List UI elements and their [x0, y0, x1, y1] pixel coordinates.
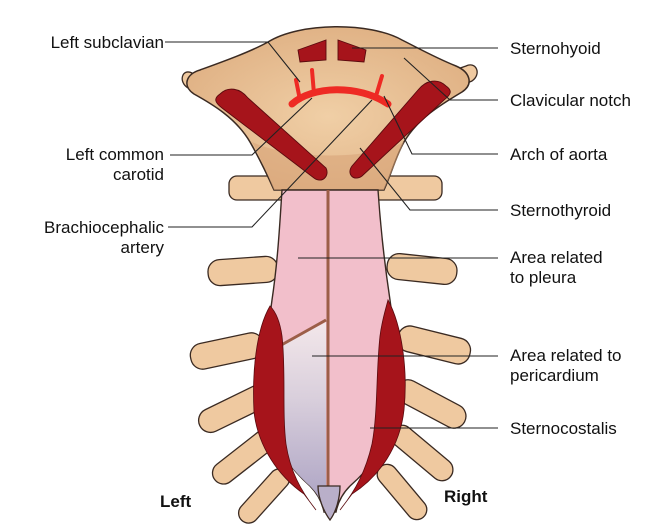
- label-left-common-carotid: Left common carotid: [14, 145, 164, 185]
- label-clavicular-notch-text: Clavicular notch: [510, 91, 631, 111]
- side-label-left-text: Left: [160, 492, 191, 512]
- rib-3-right: [395, 323, 473, 366]
- label-pericardium-line1: Area related to: [510, 346, 622, 366]
- rib-2-right: [386, 252, 458, 285]
- side-label-right: Right: [444, 487, 487, 507]
- label-sternohyoid: Sternohyoid: [510, 39, 601, 59]
- label-brachiocephalic-line1: Brachiocephalic: [6, 218, 164, 238]
- label-area-related-to-pleura: Area related to pleura: [510, 248, 603, 288]
- rib-3-left: [188, 331, 266, 372]
- label-sternocostalis-text: Sternocostalis: [510, 419, 617, 439]
- label-left-subclavian: Left subclavian: [14, 33, 164, 53]
- label-pericardium-line2: pericardium: [510, 366, 622, 386]
- label-brachiocephalic-line2: artery: [6, 238, 164, 258]
- label-left-common-carotid-line1: Left common: [14, 145, 164, 165]
- label-sternocostalis: Sternocostalis: [510, 419, 617, 439]
- label-arch-of-aorta-text: Arch of aorta: [510, 145, 607, 165]
- xiphoid: [318, 486, 340, 520]
- label-sternothyroid: Sternothyroid: [510, 201, 611, 221]
- side-label-right-text: Right: [444, 487, 487, 507]
- rib-6-right: [373, 460, 431, 523]
- side-label-left: Left: [160, 492, 191, 512]
- label-left-common-carotid-line2: carotid: [14, 165, 164, 185]
- label-clavicular-notch: Clavicular notch: [510, 91, 631, 111]
- label-arch-of-aorta: Arch of aorta: [510, 145, 607, 165]
- label-brachiocephalic-artery: Brachiocephalic artery: [6, 218, 164, 258]
- label-sternohyoid-text: Sternohyoid: [510, 39, 601, 59]
- label-left-subclavian-text: Left subclavian: [14, 33, 164, 53]
- label-pleura-line1: Area related: [510, 248, 603, 268]
- label-area-related-to-pericardium: Area related to pericardium: [510, 346, 622, 386]
- label-pleura-line2: to pleura: [510, 268, 603, 288]
- left-common-carotid-artery: [312, 70, 314, 94]
- rib-2-left: [207, 256, 279, 287]
- label-sternothyroid-text: Sternothyroid: [510, 201, 611, 221]
